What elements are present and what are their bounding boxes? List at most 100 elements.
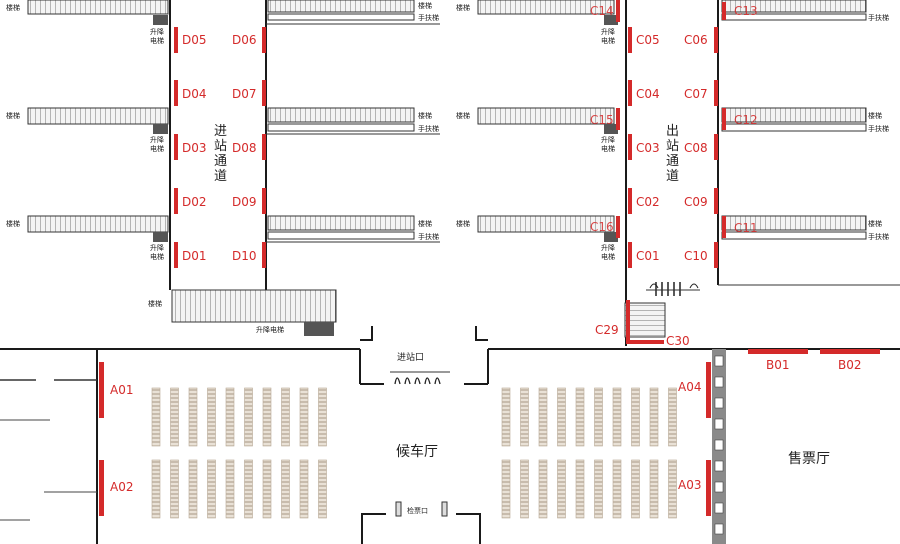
seats-left [151, 387, 327, 519]
stairs-label: 楼梯 [6, 111, 20, 120]
seat-row [225, 387, 235, 447]
gate-c11: C11 [734, 221, 758, 235]
seat-row [557, 387, 566, 447]
svg-text:手扶梯: 手扶梯 [418, 13, 439, 22]
c-gates-left: C05 C04 C03 C02 C01 [628, 27, 660, 268]
check-gate: 检票口 [361, 501, 481, 544]
svg-text:楼梯: 楼梯 [456, 219, 470, 228]
svg-text:手扶梯: 手扶梯 [418, 124, 439, 133]
seat-row [557, 459, 566, 519]
gate-c29: C29 [595, 323, 619, 337]
seat-row [207, 387, 216, 447]
svg-text:进: 进 [214, 124, 227, 139]
gate-d03: D03 [182, 141, 207, 155]
gate-c04: C04 [636, 87, 660, 101]
stairs-label: 楼梯 [6, 3, 20, 12]
seat-row [170, 387, 179, 447]
gate-c12: C12 [734, 113, 758, 127]
c-gates-right: C06 C07 C08 C09 C10 [684, 27, 718, 268]
seat-row [538, 459, 548, 519]
seat-row [575, 387, 585, 447]
gate-d07: D07 [232, 87, 257, 101]
exit-channel-label: 出 站 通 道 [666, 124, 679, 184]
svg-text:手扶梯: 手扶梯 [868, 13, 889, 22]
elevator-label: 电梯 [150, 144, 164, 153]
svg-text:出: 出 [666, 124, 679, 139]
elevator-label: 升降 [150, 135, 164, 144]
gate-a02: A02 [110, 480, 133, 494]
waiting-hall-label: 候车厅 [396, 443, 438, 460]
ticket-hall-label: 售票厅 [788, 451, 830, 467]
svg-text:楼梯: 楼梯 [456, 111, 470, 120]
elevator-label: 升降 [150, 27, 164, 36]
seat-row [244, 459, 253, 519]
gate-b01: B01 [766, 358, 790, 372]
gate-c15: C15 [590, 113, 614, 127]
divider-box [714, 397, 724, 409]
svg-text:站: 站 [214, 139, 227, 154]
gate-c13: C13 [734, 4, 758, 18]
svg-text:进站口: 进站口 [397, 351, 424, 363]
entry-channel-label: 进 站 通 道 [214, 124, 227, 184]
seat-row [594, 387, 603, 447]
seat-row [631, 387, 640, 447]
left-partitions [0, 349, 98, 544]
seat-row [538, 387, 548, 447]
svg-text:电梯: 电梯 [601, 36, 615, 45]
gate-c03: C03 [636, 141, 660, 155]
seat-row [225, 459, 235, 519]
gate-a01: A01 [110, 383, 133, 397]
gate-c01: C01 [636, 249, 660, 263]
seat-row [668, 459, 677, 519]
seat-row [151, 459, 161, 519]
svg-text:升降: 升降 [601, 135, 615, 144]
gate-c10: C10 [684, 249, 708, 263]
seat-row [262, 459, 272, 519]
svg-text:电梯: 电梯 [601, 144, 615, 153]
svg-text:道: 道 [214, 169, 227, 184]
seat-row [170, 459, 179, 519]
svg-text:站: 站 [666, 139, 679, 154]
seat-row [520, 459, 529, 519]
gate-d04: D04 [182, 87, 207, 101]
svg-text:楼梯: 楼梯 [418, 111, 432, 120]
gate-c09: C09 [684, 195, 708, 209]
seat-row [649, 387, 659, 447]
seat-row [501, 387, 511, 447]
seat-row [501, 459, 511, 519]
gate-d01: D01 [182, 249, 207, 263]
seat-row [631, 459, 640, 519]
svg-text:手扶梯: 手扶梯 [868, 232, 889, 241]
gate-c16: C16 [590, 220, 614, 234]
seat-row [649, 459, 659, 519]
stairs-label: 楼梯 [6, 219, 20, 228]
svg-text:电梯: 电梯 [601, 252, 615, 261]
gate-b02: B02 [838, 358, 862, 372]
bottom-left-stairs: 楼梯 升降电梯 [148, 289, 337, 336]
seat-row [281, 387, 290, 447]
divider-box [714, 523, 724, 535]
right-stairs-group: 楼梯 楼梯 楼梯 [456, 0, 615, 233]
divider-box [714, 439, 724, 451]
gate-a03: A03 [678, 478, 701, 492]
seat-row [668, 387, 677, 447]
elevator-label: 电梯 [150, 252, 164, 261]
svg-text:升降: 升降 [601, 27, 615, 36]
divider-box [714, 481, 724, 493]
gate-d10: D10 [232, 249, 257, 263]
d-gates-left: D05 D04 D03 D02 D01 [174, 27, 207, 268]
svg-text:检票口: 检票口 [407, 506, 428, 515]
gate-d06: D06 [232, 33, 257, 47]
seat-row [281, 459, 290, 519]
divider-box [714, 376, 724, 388]
svg-text:楼梯: 楼梯 [868, 111, 882, 120]
seat-row [612, 459, 622, 519]
gate-c05: C05 [636, 33, 660, 47]
left-elevators: 升降 电梯 升降 电梯 升降 电梯 [150, 15, 168, 261]
gate-d05: D05 [182, 33, 207, 47]
divider-box [714, 355, 724, 367]
gate-c07: C07 [684, 87, 708, 101]
seat-row [207, 459, 216, 519]
seat-row [318, 387, 327, 447]
